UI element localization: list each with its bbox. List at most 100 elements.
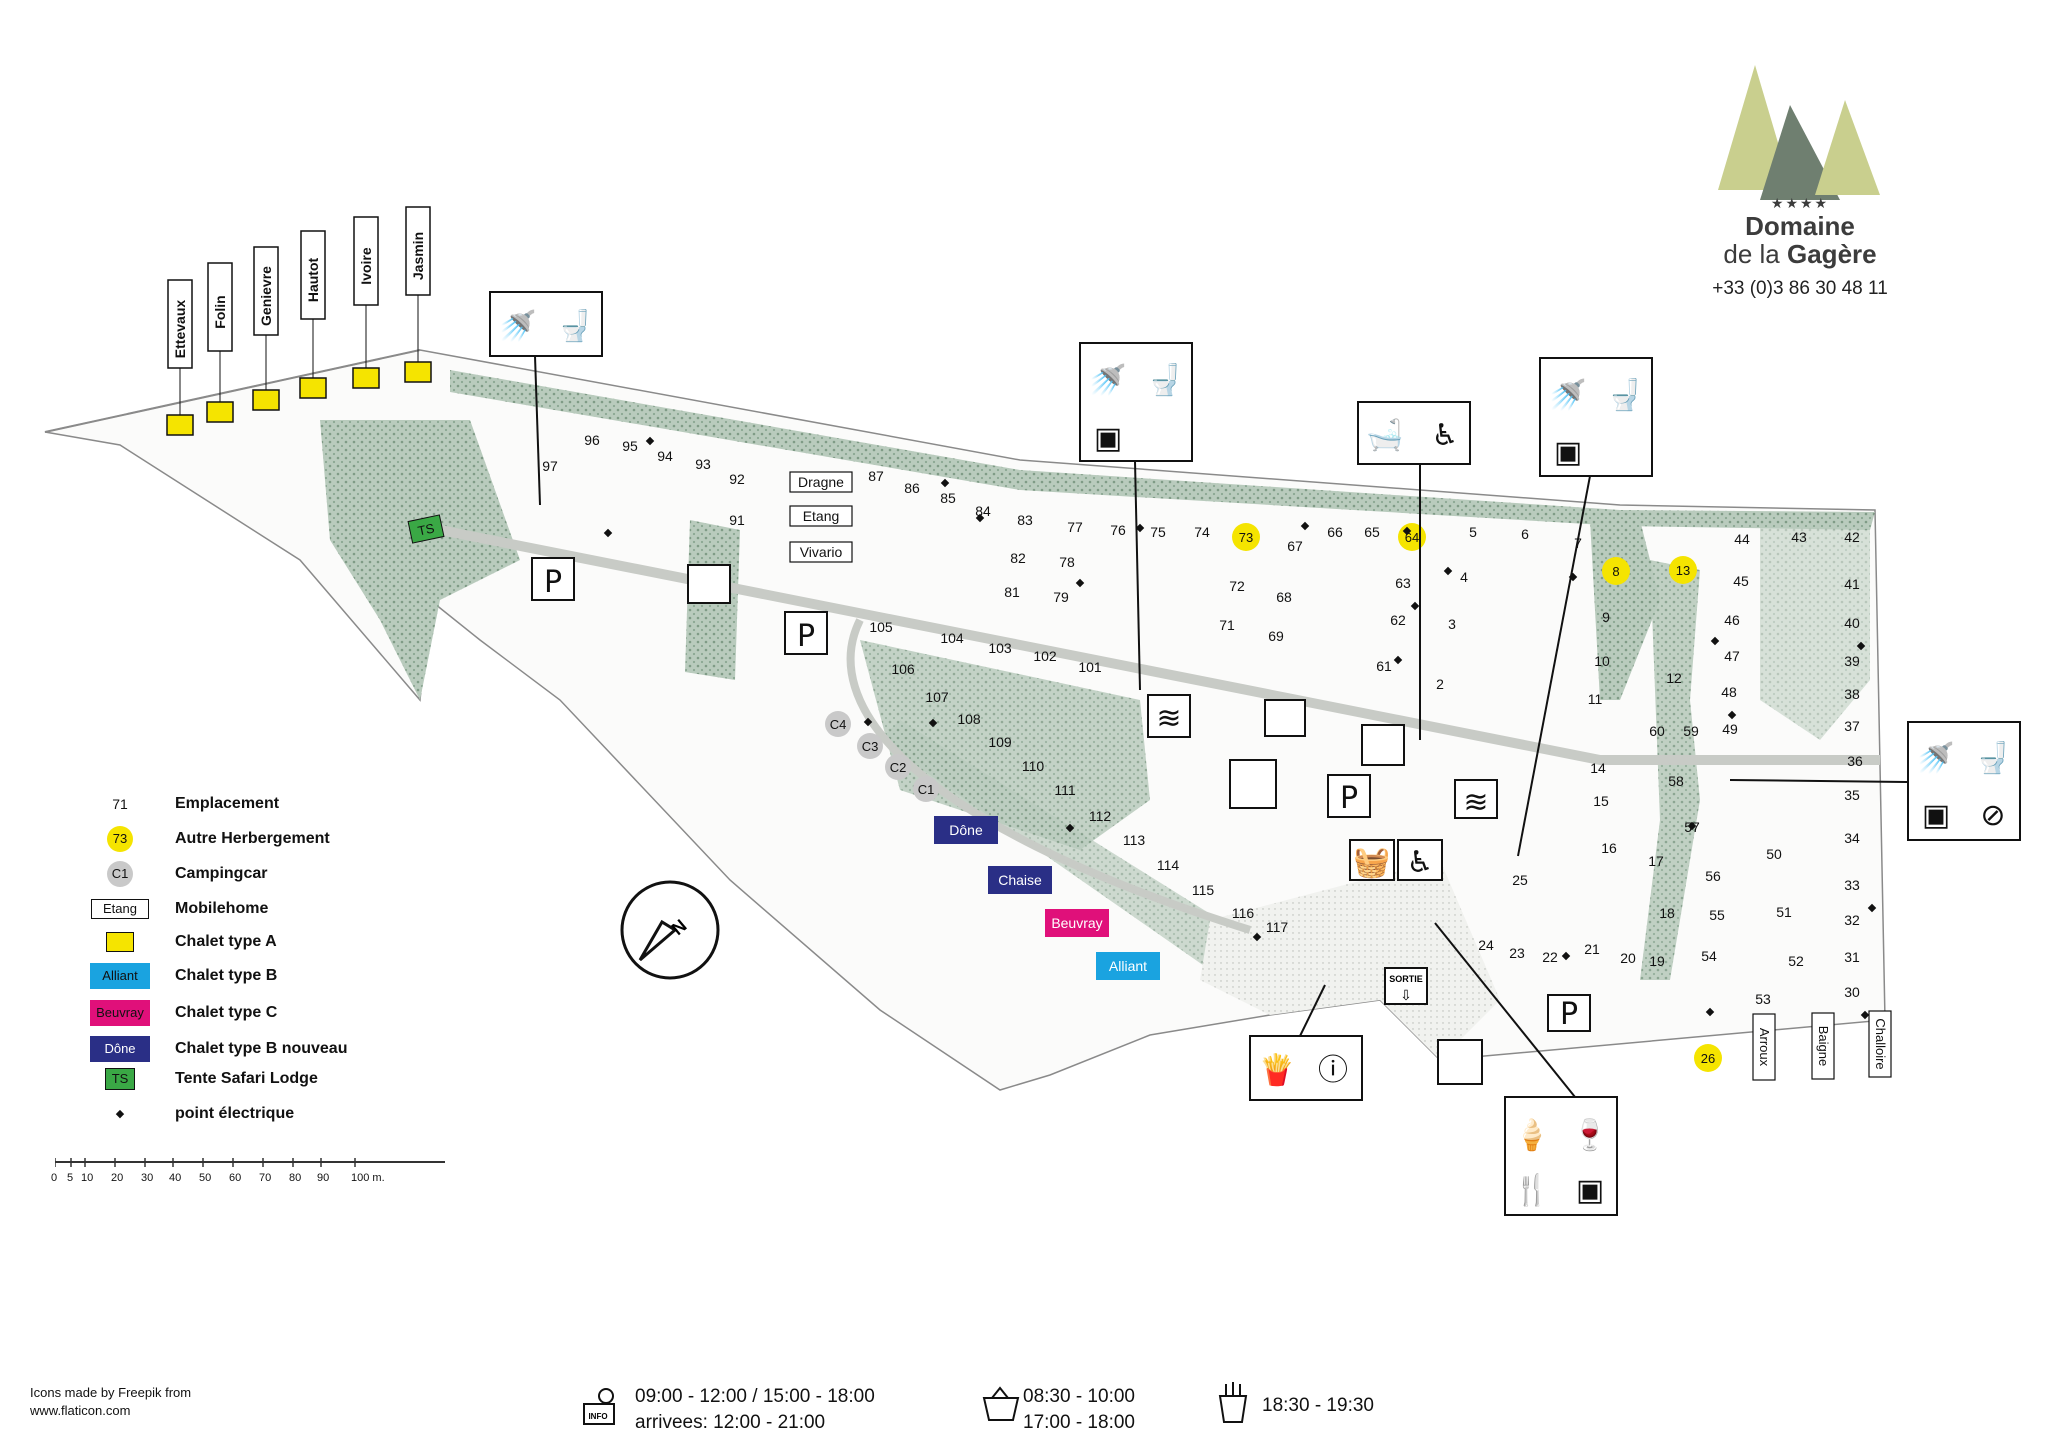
scale-bar-graphic bbox=[54, 1158, 445, 1167]
pitch-10: 10 bbox=[1594, 653, 1610, 669]
logo-trees bbox=[1718, 65, 1880, 200]
svg-text:🚿: 🚿 bbox=[1917, 740, 1954, 776]
legend-symbol bbox=[80, 928, 160, 956]
chalet-a-2[interactable] bbox=[252, 389, 280, 411]
chalet-label: Alliant bbox=[1109, 958, 1147, 974]
svg-text:🍦: 🍦 bbox=[1513, 1117, 1550, 1153]
svg-text:ⓘ: ⓘ bbox=[1318, 1053, 1348, 1088]
svg-text:🛁: 🛁 bbox=[1366, 417, 1403, 453]
other-lodging-73[interactable] bbox=[1232, 523, 1260, 551]
pitch-56: 56 bbox=[1705, 868, 1721, 884]
chalet-cyan-3[interactable] bbox=[1096, 952, 1160, 980]
legend-label: Chalet type B nouveau bbox=[175, 1040, 348, 1057]
other-lodging-8[interactable] bbox=[1602, 557, 1630, 585]
mobilehome-etang[interactable] bbox=[789, 505, 853, 527]
road-north-left bbox=[44, 349, 421, 433]
legend-swatch-magenta-box: Beuvray bbox=[90, 1000, 150, 1026]
fries-icon bbox=[1218, 1382, 1248, 1423]
scale-tick-label: 40 bbox=[169, 1172, 182, 1184]
pitch-76: 76 bbox=[1110, 522, 1126, 538]
chalet-navy-1[interactable] bbox=[988, 866, 1052, 894]
pitch-47: 47 bbox=[1724, 648, 1740, 664]
legend-swatch-cyan-box: Alliant bbox=[90, 963, 150, 989]
chalet-a-5[interactable] bbox=[404, 361, 432, 383]
campingcar-c3[interactable] bbox=[857, 733, 883, 759]
campingcar-c1[interactable] bbox=[913, 776, 939, 802]
scale-tick-label: 70 bbox=[259, 1172, 272, 1184]
svg-text:▣: ▣ bbox=[1094, 421, 1122, 456]
pitch-21: 21 bbox=[1584, 941, 1600, 957]
pitch-108: 108 bbox=[957, 711, 981, 727]
brand-name-line2: de la Gagère bbox=[1723, 239, 1877, 269]
pitch-40: 40 bbox=[1844, 615, 1860, 631]
waste-icon bbox=[1361, 724, 1405, 766]
svg-text:♿: ♿ bbox=[1432, 418, 1459, 453]
pitch-104: 104 bbox=[940, 630, 964, 646]
shop-icon bbox=[1349, 839, 1395, 881]
chalet-baigne[interactable] bbox=[1811, 1012, 1835, 1080]
sanitary-block-2-icon bbox=[1079, 342, 1193, 462]
shop-hours-text: 08:30 - 10:00 17:00 - 18:00 bbox=[1023, 1386, 1135, 1433]
pitch-44: 44 bbox=[1734, 531, 1750, 547]
pitch-3: 3 bbox=[1448, 616, 1456, 632]
pitch-82: 82 bbox=[1010, 550, 1026, 566]
pitch-68: 68 bbox=[1276, 589, 1292, 605]
svg-text:⊘: ⊘ bbox=[1980, 798, 2005, 833]
campingcar-label: C4 bbox=[830, 717, 847, 732]
legend-swatch-green-box: TS bbox=[105, 1068, 135, 1090]
sanitary-block-1-icon bbox=[489, 291, 603, 357]
pitch-42: 42 bbox=[1844, 529, 1860, 545]
reception-info-icon: INFO bbox=[583, 1388, 615, 1425]
pitch-30: 30 bbox=[1844, 984, 1860, 1000]
svg-text:🚿: 🚿 bbox=[1549, 377, 1586, 413]
chalet-magenta-2[interactable] bbox=[1045, 909, 1109, 937]
pitch-94: 94 bbox=[657, 448, 673, 464]
tent-safari-box[interactable] bbox=[407, 514, 445, 544]
chalet-a-3[interactable] bbox=[299, 377, 327, 399]
electric-point bbox=[1135, 523, 1145, 533]
other-lodging-26[interactable] bbox=[1694, 1044, 1722, 1072]
svg-text:INFO: INFO bbox=[588, 1412, 607, 1421]
svg-text:≋: ≋ bbox=[1156, 701, 1181, 736]
legend-label: Emplacement bbox=[175, 795, 280, 812]
mobilehome-vivario[interactable] bbox=[789, 541, 853, 563]
pitch-59: 59 bbox=[1683, 723, 1699, 739]
campingcar-c2[interactable] bbox=[885, 754, 911, 780]
chalet-a-1[interactable] bbox=[206, 401, 234, 423]
chalet-name: Baigne bbox=[1816, 1026, 1831, 1066]
campingcar-c4[interactable] bbox=[825, 711, 851, 737]
chalet-a-4[interactable] bbox=[352, 367, 380, 389]
phone-number: +33 (0)3 86 30 48 11 bbox=[1712, 278, 1888, 299]
pitch-60: 60 bbox=[1649, 723, 1665, 739]
chalet-a-name: Ettevaux bbox=[172, 300, 188, 359]
pitch-41: 41 bbox=[1844, 576, 1860, 592]
svg-text:🚽: 🚽 bbox=[1974, 740, 2011, 776]
shop-basket-icon bbox=[982, 1386, 1020, 1421]
legend-swatch-yellow-box bbox=[106, 932, 134, 952]
pitch-115: 115 bbox=[1192, 882, 1215, 898]
chalet-label: Chaise bbox=[998, 872, 1042, 888]
chalet-a-0[interactable] bbox=[166, 414, 194, 436]
icon-credit: Icons made by Freepik from www.flaticon.… bbox=[30, 1385, 192, 1418]
electric-point bbox=[1561, 951, 1571, 961]
electric-point bbox=[1300, 521, 1310, 531]
pitch-34: 34 bbox=[1844, 830, 1860, 846]
svg-text:▣: ▣ bbox=[1576, 1173, 1604, 1208]
pitch-45: 45 bbox=[1733, 573, 1749, 589]
pitch-16: 16 bbox=[1601, 840, 1617, 856]
svg-text:P: P bbox=[544, 565, 562, 600]
mobilehome-label: Dragne bbox=[798, 474, 844, 490]
mobilehome-dragne[interactable] bbox=[789, 471, 853, 493]
pitch-9: 9 bbox=[1602, 609, 1610, 625]
pitch-11: 11 bbox=[1588, 691, 1603, 707]
pitch-61: 61 bbox=[1376, 658, 1392, 674]
chalet-navy-0[interactable] bbox=[934, 816, 998, 844]
legend-symbol: 73 bbox=[80, 825, 160, 853]
chalet-arroux[interactable] bbox=[1752, 1013, 1776, 1081]
other-lodging-13[interactable] bbox=[1669, 556, 1697, 584]
legend-label: Chalet type B bbox=[175, 967, 278, 984]
chalet-challoire[interactable] bbox=[1868, 1010, 1892, 1078]
vegetation-se bbox=[1760, 520, 1870, 740]
svg-text:🧺: 🧺 bbox=[1353, 845, 1390, 880]
